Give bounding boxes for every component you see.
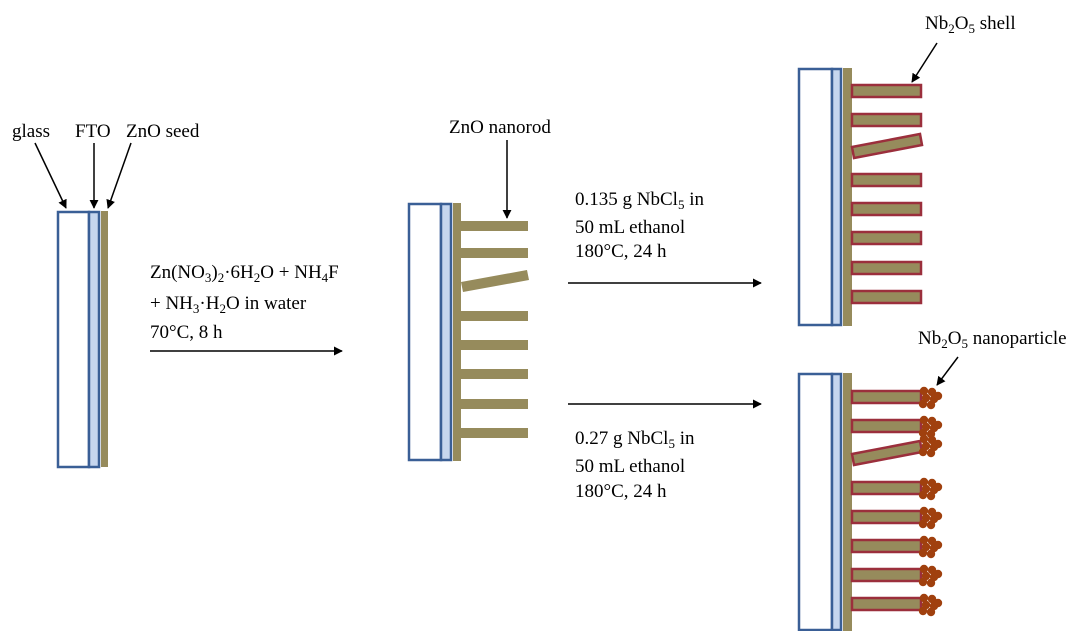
core-shell-array [852,85,922,303]
glass-label: glass [12,122,50,141]
decorated-nanorod [852,391,921,403]
nb2o5-nanoparticle [919,400,927,408]
step2a-conditions: 180°C, 24 h [575,242,667,261]
nb2o5-nanoparticle [919,578,927,586]
zno-seed-pointer [108,143,131,208]
zno-seed-layer [843,373,852,631]
glass-pointer [35,143,66,208]
nb2o5-nanoparticle [927,608,935,616]
zno-nanorod-label: ZnO nanorod [449,118,551,137]
step1-conditions: 70°C, 8 h [150,323,223,342]
nanorod [461,221,528,231]
step1-reagents-line2: + NH3·H2O in water [150,294,306,313]
nb2o5-nanoparticle [934,440,942,448]
nanorod [461,428,528,438]
step2b-reagent: 0.27 g NbCl5 in [575,429,694,448]
nanorod [461,311,528,321]
nb2o5-shell-label: Nb2O5 shell [925,14,1016,33]
nb2o5-nanoparticle [934,512,942,520]
decorated-nanorod [852,482,921,494]
nb2o5-nanoparticle [934,599,942,607]
nb2o5-nanoparticle [927,449,935,457]
core-shell-nanorod [852,174,921,186]
fto-layer [441,204,451,460]
core-shell-nanorod [852,85,921,97]
nb2o5-nanoparticle [927,579,935,587]
nb2o5-nanoparticle [934,541,942,549]
nb2o5-nanoparticle [919,607,927,615]
step2a-reagent: 0.135 g NbCl5 in [575,190,704,209]
glass-layer [58,212,89,467]
nb2o5-nanoparticle [919,448,927,456]
zno-seed-label: ZnO seed [126,122,199,141]
nb2o5-nanoparticle [919,491,927,499]
step1-reagents-line1: Zn(NO3)2·6H2O + NH4F [150,263,339,282]
zno-seed-layer [453,203,461,461]
nb2o5-nanoparticle-label: Nb2O5 nanoparticle [918,329,1067,348]
nb2o5-nanoparticle [927,492,935,500]
core-shell-nanorod [852,114,921,126]
zno-seed-layer [843,68,852,326]
nanorod [461,399,528,409]
substrate-shell [799,68,922,326]
nb2o5-nanoparticle [927,401,935,409]
nanorod [461,248,528,258]
tilted-core-shell-nanorod [852,134,922,158]
nb2o5-nanoparticle [919,549,927,557]
nb2o5-nanoparticle [919,520,927,528]
decorated-nanorod [852,598,921,610]
nanorod-array [461,221,529,438]
nanoparticle-pointer [937,357,958,385]
fto-layer [832,374,841,630]
nanoparticle-clusters [919,387,942,616]
nb2o5-nanoparticle [934,570,942,578]
nanorod [461,369,528,379]
decorated-nanorod [852,420,921,432]
fto-label: FTO [75,122,111,141]
substrate-nanorod [409,203,529,461]
fto-layer [89,212,99,467]
nanorod [461,340,528,350]
core-shell-nanorod [852,232,921,244]
shell-pointer [912,43,937,82]
fto-layer [832,69,841,325]
step2b-solvent: 50 mL ethanol [575,457,685,476]
nb2o5-nanoparticle [934,421,942,429]
step2a-solvent: 50 mL ethanol [575,218,685,237]
zno-seed-layer [101,211,108,467]
core-shell-nanorod [852,203,921,215]
decorated-nanorod [852,540,921,552]
decorated-nanorod [852,511,921,523]
tilted-nanorod [461,270,529,292]
core-shell-nanorod [852,291,921,303]
decorated-nanorod [852,569,921,581]
nb2o5-nanoparticle [927,521,935,529]
glass-layer [799,69,832,325]
nb2o5-nanoparticle [934,392,942,400]
tilted-decorated-nanorod [852,441,922,465]
core-shell-nanorod [852,262,921,274]
decorated-nanorod-array [852,391,922,610]
nb2o5-nanoparticle [934,483,942,491]
glass-layer [799,374,832,630]
substrate-seed [58,211,108,467]
nb2o5-nanoparticle [927,550,935,558]
glass-layer [409,204,441,460]
step2b-conditions: 180°C, 24 h [575,482,667,501]
substrate-nanoparticle [799,373,942,631]
